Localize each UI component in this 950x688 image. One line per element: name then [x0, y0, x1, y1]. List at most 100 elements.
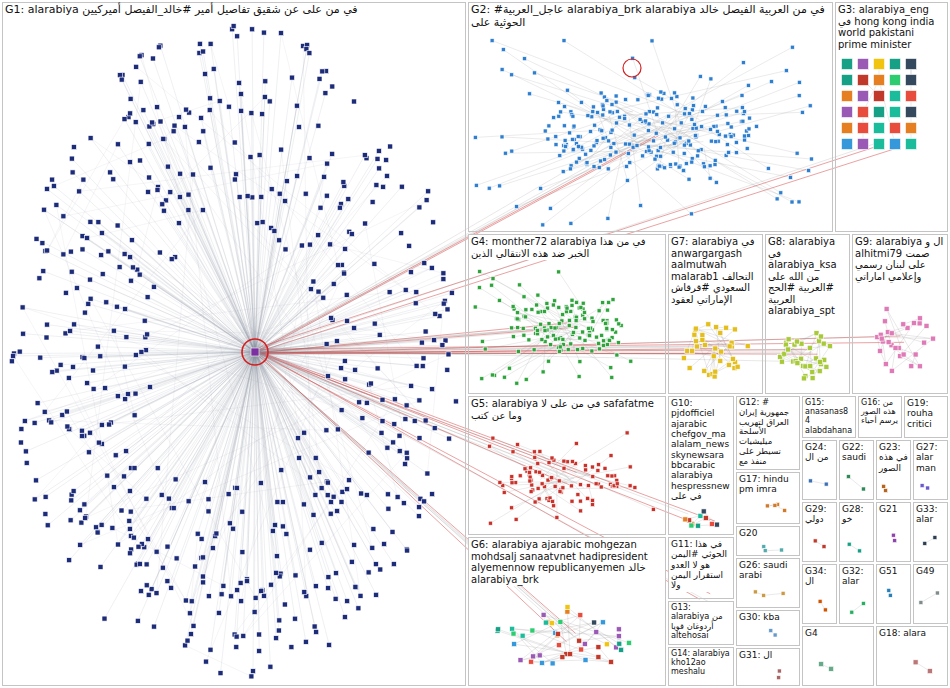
network-edge: [577, 130, 696, 163]
vertex-icon: [417, 205, 422, 210]
network-edge: [170, 97, 264, 192]
vertex-icon: [693, 134, 697, 138]
network-edge: [330, 244, 443, 273]
vertex-icon: [858, 91, 869, 102]
vertex-icon: [299, 243, 304, 248]
network-edge: [125, 119, 256, 352]
network-edge: [253, 141, 884, 352]
network-edge: [107, 176, 387, 476]
network-edge: [255, 292, 390, 352]
vertex-icon: [172, 123, 177, 128]
vertex-icon: [420, 364, 425, 369]
vertex-icon: [359, 491, 364, 496]
vertex-icon: [655, 113, 659, 117]
network-edge: [525, 59, 700, 142]
vertex-icon: [730, 356, 735, 361]
vertex-icon: [700, 125, 704, 129]
vertex-icon: [250, 27, 255, 32]
network-edge: [700, 85, 749, 112]
vertex-icon: [326, 374, 331, 379]
vertex-icon: [316, 123, 321, 128]
vertex-icon: [670, 96, 674, 100]
vertex-icon: [518, 283, 522, 287]
vertex-icon: [810, 376, 815, 381]
network-edge: [659, 126, 777, 198]
network-edge: [190, 352, 255, 613]
vertex-icon: [609, 366, 613, 370]
network-edge: [500, 138, 651, 186]
vertex-icon: [557, 114, 561, 118]
vertex-icon: [312, 624, 317, 629]
network-edge: [542, 314, 579, 377]
vertex-icon: [576, 144, 580, 148]
vertex-icon: [884, 306, 889, 311]
vertex-icon: [890, 59, 901, 70]
vertex-icon: [808, 104, 812, 108]
vertex-icon: [561, 313, 565, 317]
vertex-icon: [154, 549, 159, 554]
vertex-icon: [524, 308, 528, 312]
vertex-icon: [227, 521, 232, 526]
vertex-icon: [683, 112, 687, 116]
vertex-icon: [144, 562, 149, 567]
network-edge: [255, 164, 327, 352]
network-edge: [82, 352, 255, 431]
network-edge: [255, 352, 449, 439]
network-edge: [795, 333, 817, 344]
vertex-icon: [356, 606, 361, 611]
vertex-icon: [61, 214, 66, 219]
vertex-icon: [702, 368, 707, 373]
vertex-icon: [605, 321, 609, 325]
network-edge: [235, 502, 331, 635]
vertex-icon: [901, 352, 906, 357]
vertex-icon: [131, 535, 136, 540]
vertex-icon: [344, 292, 349, 297]
vertex-icon: [260, 220, 265, 225]
vertex-icon: [783, 342, 788, 347]
network-edge: [211, 352, 256, 650]
vertex-icon: [562, 149, 566, 153]
vertex-icon: [414, 290, 419, 295]
network-edge: [540, 327, 611, 368]
vertex-icon: [583, 338, 587, 342]
vertex-icon: [282, 602, 287, 607]
vertex-icon: [585, 161, 589, 165]
network-edge: [255, 233, 401, 352]
vertex-icon: [201, 49, 206, 54]
vertex-icon: [245, 579, 250, 584]
vertex-icon: [334, 339, 339, 344]
vertex-icon: [726, 362, 731, 367]
vertex-icon: [307, 51, 312, 56]
vertex-icon: [675, 103, 679, 107]
vertex-icon: [218, 671, 223, 676]
vertex-icon: [85, 381, 90, 386]
network-edge: [533, 615, 580, 656]
vertex-icon: [380, 397, 385, 402]
vertex-icon: [169, 257, 174, 262]
network-edge: [281, 33, 338, 265]
vertex-icon: [9, 359, 14, 364]
vertex-icon: [663, 166, 667, 170]
network-edge: [253, 353, 569, 630]
vertex-icon: [490, 283, 494, 287]
vertex-icon: [624, 142, 628, 146]
vertex-icon: [501, 48, 505, 52]
network-edge: [690, 329, 735, 368]
vertex-icon: [524, 377, 528, 381]
vertex-icon: [341, 270, 346, 275]
vertex-icon: [321, 295, 326, 300]
vertex-icon: [858, 59, 869, 70]
vertex-icon: [368, 381, 373, 386]
network-edge: [90, 280, 255, 352]
vertex-icon: [80, 247, 85, 252]
vertex-icon: [342, 615, 347, 620]
vertex-icon: [320, 69, 325, 74]
vertex-icon: [376, 148, 381, 153]
network-edge: [313, 282, 360, 596]
vertex-icon: [575, 160, 579, 164]
vertex-icon: [128, 160, 133, 165]
vertex-icon: [343, 377, 348, 382]
vertex-icon: [107, 422, 112, 427]
vertex-icon: [581, 301, 585, 305]
vertex-icon: [447, 436, 452, 441]
